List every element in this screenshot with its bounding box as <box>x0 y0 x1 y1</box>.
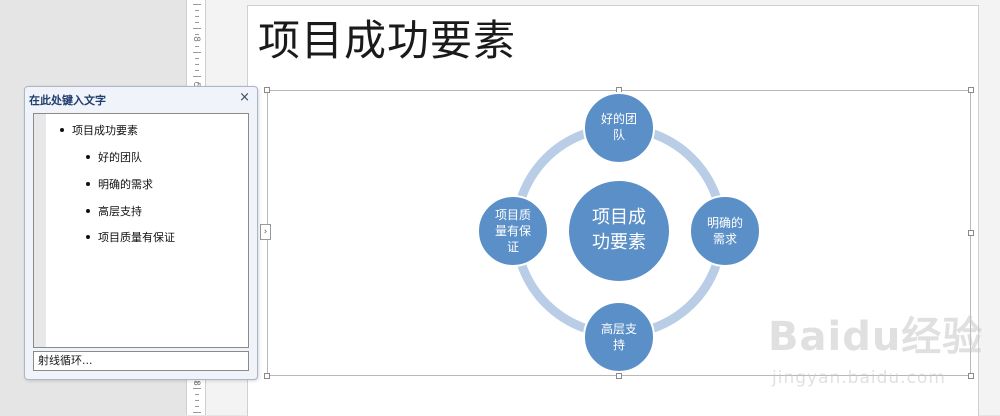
ruler-tick <box>193 4 201 5</box>
node-bottom-label-line: 持 <box>613 337 625 352</box>
ruler-tick <box>195 22 199 23</box>
resize-handle-bottom[interactable] <box>616 373 622 379</box>
ruler-tick <box>195 58 199 59</box>
list-item-text: 好的团队 <box>98 151 142 164</box>
center-node-label-line: 功要素 <box>592 232 646 253</box>
text-pane-toggle-tab[interactable]: › <box>260 224 271 240</box>
text-pane-bullet-list[interactable]: 项目成功要素 好的团队 明确的需求 高层支持 项目质量有保证 <box>33 113 249 348</box>
baidu-jingyan-watermark: Baidu经验 jingyan.baidu.com <box>768 300 988 400</box>
ruler-tick <box>195 64 199 65</box>
ruler-tick <box>193 412 201 413</box>
list-item-text: 项目成功要素 <box>72 124 138 137</box>
list-item-level-2[interactable]: 项目质量有保证 <box>86 229 175 245</box>
node-top[interactable]: 好的团 队 <box>583 92 655 164</box>
list-item-text: 项目质量有保证 <box>98 231 175 244</box>
node-right-label-line: 明确的 <box>707 215 743 230</box>
ruler-tick <box>195 382 199 383</box>
ruler-tick <box>193 76 201 77</box>
node-top-label-line: 队 <box>613 127 625 142</box>
node-left-label-line: 量有保 <box>495 224 531 238</box>
watermark-logo: Baidu经验 <box>768 314 984 360</box>
smartart-text-pane[interactable]: 在此处键入文字 × 项目成功要素 好的团队 明确的需求 高层支持 项目质量有保证… <box>24 86 258 380</box>
bullet-icon <box>86 209 90 213</box>
list-item-level-2[interactable]: 好的团队 <box>86 149 142 165</box>
ruler-tick <box>193 28 201 29</box>
node-right-label-line: 需求 <box>713 232 737 246</box>
layout-name-link[interactable]: 射线循环... <box>33 351 249 371</box>
ruler-tick <box>193 52 201 53</box>
list-item-level-2[interactable]: 明确的需求 <box>86 176 153 192</box>
ruler-tick <box>195 406 199 407</box>
watermark-url: jingyan.baidu.com <box>772 368 946 388</box>
node-right[interactable]: 明确的 需求 <box>689 195 761 267</box>
node-left-label-line: 项目质 <box>495 208 531 222</box>
node-bottom[interactable]: 高层支 持 <box>583 301 655 373</box>
node-left[interactable]: 项目质 量有保 证 <box>477 195 549 267</box>
list-item-text: 明确的需求 <box>98 178 153 191</box>
ruler-tick <box>195 82 199 83</box>
text-pane-gutter <box>34 114 46 347</box>
ruler-tick <box>195 70 199 71</box>
ruler-tick <box>195 10 199 11</box>
resize-handle-top-left[interactable] <box>264 87 270 93</box>
center-node-label-line: 项目成 <box>592 207 646 228</box>
resize-handle-top-right[interactable] <box>968 87 974 93</box>
center-node[interactable]: 项目成 功要素 <box>567 179 671 283</box>
list-item-level-1[interactable]: 项目成功要素 <box>60 122 138 138</box>
slide-title[interactable]: 项目成功要素 <box>258 16 517 65</box>
bullet-icon <box>86 182 90 186</box>
bullet-icon <box>86 235 90 239</box>
resize-handle-right[interactable] <box>968 230 974 236</box>
ruler-tick <box>193 388 201 389</box>
ruler-tick <box>195 400 199 401</box>
node-top-label-line: 好的团 <box>601 111 637 126</box>
list-item-level-2[interactable]: 高层支持 <box>86 203 142 219</box>
text-pane-title: 在此处键入文字 <box>29 94 106 107</box>
resize-handle-bottom-left[interactable] <box>264 373 270 379</box>
bullet-icon <box>86 155 90 159</box>
node-left-label-line: 证 <box>507 240 519 254</box>
ruler-tick <box>195 34 199 35</box>
ruler-tick <box>195 16 199 17</box>
close-icon[interactable]: × <box>239 90 250 105</box>
bullet-icon <box>60 128 64 132</box>
resize-handle-bottom-right[interactable] <box>968 373 974 379</box>
node-bottom-label-line: 高层支 <box>601 321 637 336</box>
ruler-tick <box>195 46 199 47</box>
ruler-tick <box>195 394 199 395</box>
ruler-tick <box>195 40 199 41</box>
list-item-text: 高层支持 <box>98 205 142 218</box>
